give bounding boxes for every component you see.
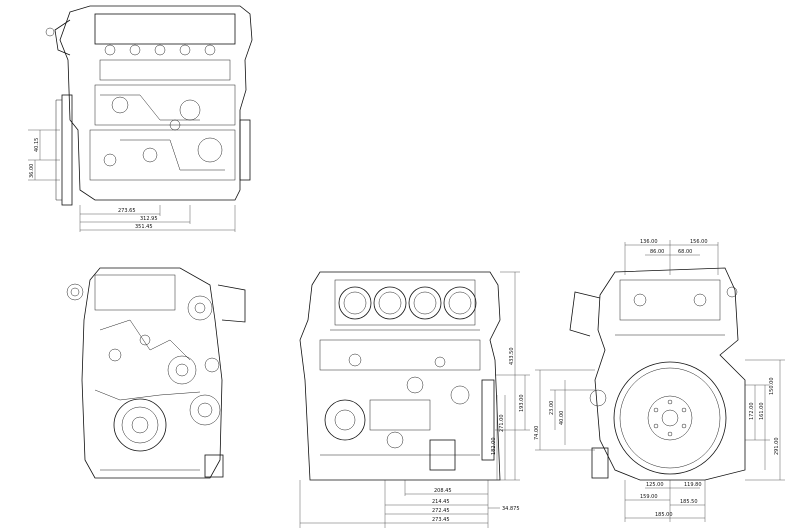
dim-label: 150.00 bbox=[769, 378, 775, 396]
dim-label: 36.00 bbox=[29, 164, 35, 178]
rear-view-left-dims: 74.00 23.00 40.00 bbox=[534, 369, 595, 451]
dim-label: 161.00 bbox=[759, 403, 765, 421]
dim-label: 271.00 bbox=[499, 415, 505, 433]
dim-label: 156.00 bbox=[690, 239, 708, 245]
rear-view-top-dims: 136.00 156.00 86.00 68.00 bbox=[624, 239, 719, 275]
dim-label: 40.15 bbox=[34, 138, 40, 152]
view-intake-side: 433.50 271.00 193.00 182.00 208.45 214.4… bbox=[299, 271, 530, 528]
view-side-elevation: 40.15 36.00 273.65 312.95 351.45 bbox=[28, 5, 253, 232]
dim-label: 185.50 bbox=[680, 499, 698, 505]
crank-pulley-front bbox=[113, 398, 167, 452]
dim-label: 74.00 bbox=[534, 426, 540, 440]
dim-label: 34.875 bbox=[502, 506, 520, 512]
dim-label: 351.45 bbox=[135, 224, 153, 230]
dim-label: 159.00 bbox=[640, 494, 658, 500]
intake-ports bbox=[338, 286, 477, 320]
rear-view-bottom-dims: 125.00 119.80 159.00 185.50 185.00 bbox=[624, 480, 706, 522]
cam-cover-bolts bbox=[104, 44, 216, 56]
dim-label: 182.00 bbox=[491, 438, 497, 456]
view-front-timing bbox=[66, 267, 246, 479]
dim-label: 291.00 bbox=[774, 438, 780, 456]
intake-view-vertical-dims: 433.50 271.00 193.00 182.00 bbox=[491, 271, 530, 481]
dim-label: 273.65 bbox=[118, 208, 136, 214]
dim-label: 68.00 bbox=[678, 249, 692, 255]
dim-label: 312.95 bbox=[140, 216, 158, 222]
dim-label: 23.00 bbox=[549, 401, 555, 415]
dim-label: 125.00 bbox=[646, 482, 664, 488]
side-view-horizontal-dims: 273.65 312.95 351.45 bbox=[79, 205, 236, 232]
dim-label: 86.00 bbox=[650, 249, 664, 255]
intake-view-horizontal-dims: 208.45 214.45 272.45 273.45 34.875 bbox=[299, 480, 520, 528]
view-rear-flywheel: 136.00 156.00 86.00 68.00 74.00 23.00 40… bbox=[534, 239, 785, 522]
dim-label: 273.45 bbox=[432, 517, 450, 523]
dim-label: 40.00 bbox=[559, 411, 565, 425]
dim-label: 272.45 bbox=[432, 508, 450, 514]
dim-label: 193.00 bbox=[519, 395, 525, 413]
dim-label: 433.50 bbox=[509, 348, 515, 366]
dim-label: 208.45 bbox=[434, 488, 452, 494]
flywheel-bolts bbox=[653, 399, 687, 437]
dim-label: 185.00 bbox=[655, 512, 673, 518]
dim-label: 136.00 bbox=[640, 239, 658, 245]
flywheel-ring bbox=[613, 361, 727, 475]
dim-label: 214.45 bbox=[432, 499, 450, 505]
dim-label: 172.00 bbox=[749, 403, 755, 421]
side-view-vertical-dims: 40.15 36.00 bbox=[28, 129, 60, 181]
dim-label: 119.80 bbox=[684, 482, 702, 488]
rear-view-right-dims: 172.00 161.00 150.00 291.00 bbox=[745, 359, 785, 481]
